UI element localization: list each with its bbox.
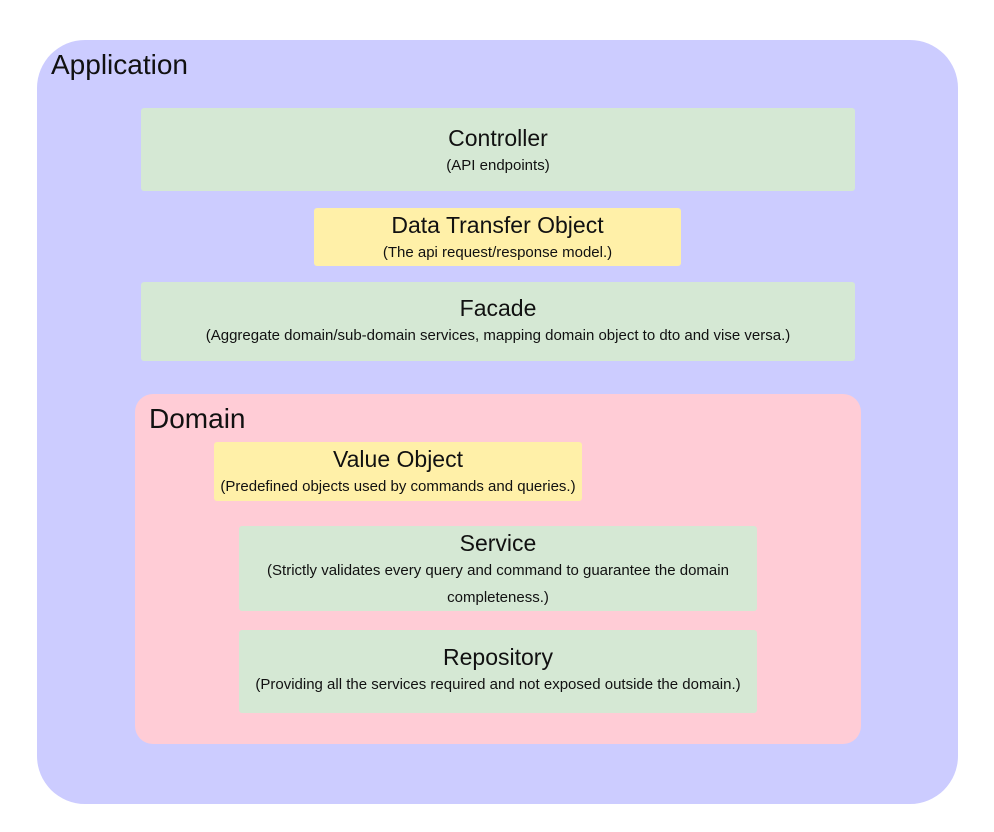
service-title: Service <box>459 530 537 556</box>
controller-title: Controller <box>448 125 548 151</box>
repository-box: Repository (Providing all the services r… <box>239 630 757 713</box>
value-object-title: Value Object <box>333 446 463 472</box>
dto-title: Data Transfer Object <box>391 212 604 238</box>
application-layer: Application Controller (API endpoints) D… <box>37 40 958 804</box>
facade-title: Facade <box>459 295 537 321</box>
service-description: (Strictly validates every query and comm… <box>267 562 729 606</box>
facade-description: (Aggregate domain/sub-domain services, m… <box>205 327 791 344</box>
domain-title: Domain <box>149 403 246 434</box>
dto-description: (The api request/response model.) <box>382 244 613 261</box>
value-object-box: Value Object (Predefined objects used by… <box>214 442 582 501</box>
value-object-description: (Predefined objects used by commands and… <box>220 478 576 495</box>
facade-box: Facade (Aggregate domain/sub-domain serv… <box>141 282 855 361</box>
domain-layer: Domain Value Object (Predefined objects … <box>135 394 861 744</box>
controller-description: (API endpoints) <box>446 157 550 174</box>
service-box: Service (Strictly validates every query … <box>239 526 757 611</box>
dto-box: Data Transfer Object (The api request/re… <box>314 208 681 266</box>
controller-box: Controller (API endpoints) <box>141 108 855 191</box>
application-title: Application <box>51 49 188 80</box>
repository-title: Repository <box>443 644 553 670</box>
repository-description: (Providing all the services required and… <box>255 676 741 693</box>
